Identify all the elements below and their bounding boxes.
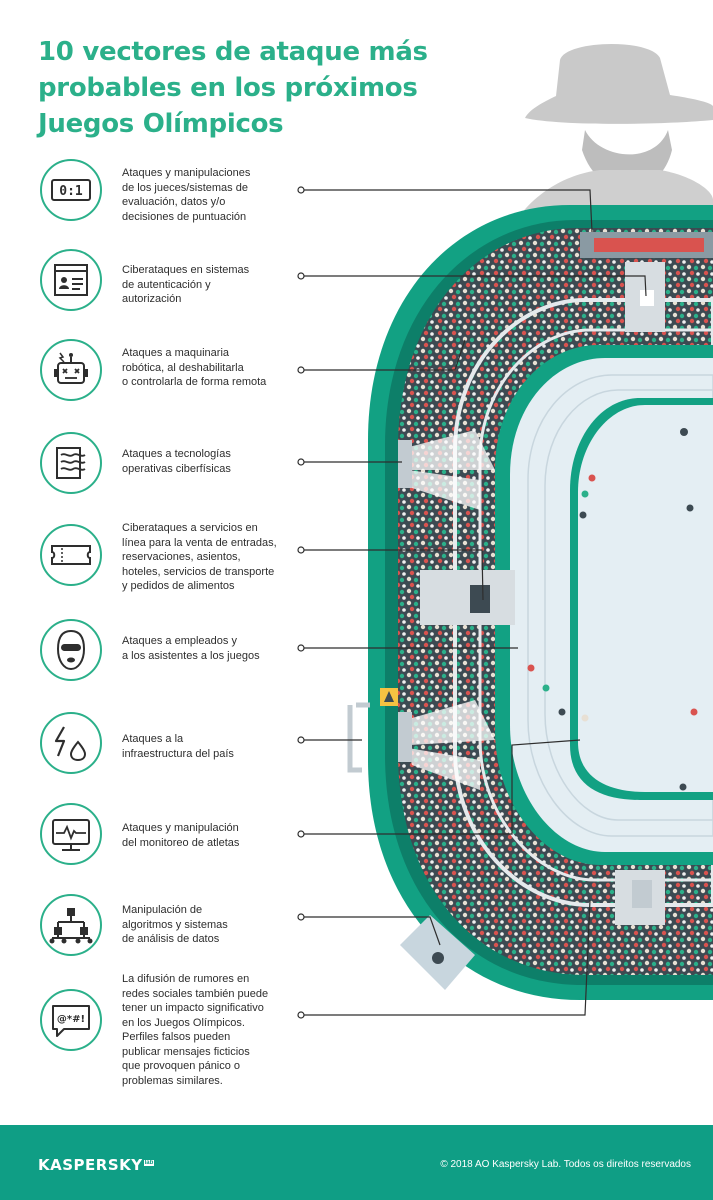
item-line: Ataques y manipulación xyxy=(122,822,239,834)
title-line: Juegos Olímpicos xyxy=(38,109,284,139)
chat-bubble-icon: @*#! xyxy=(40,989,102,1051)
item-line: redes sociales también puede xyxy=(122,987,269,1000)
item-line: evaluación, datos y/o xyxy=(122,196,226,208)
item-line: infraestructura del país xyxy=(122,747,234,760)
item-line: tener un impacto significativo xyxy=(122,1002,264,1014)
list-item: Ataques y manipulaciones de los jueces/s… xyxy=(122,166,297,224)
item-line: publicar mensajes ficticios xyxy=(122,1045,250,1058)
title-line: 10 vectores de ataque más xyxy=(38,37,428,67)
item-line: Perfiles falsos pueden xyxy=(122,1031,231,1043)
item-line: Ataques a la xyxy=(122,733,184,745)
item-line: de análisis de datos xyxy=(122,933,220,945)
item-line: que provoquen pánico o xyxy=(122,1060,241,1072)
item-line: a los asistentes a los juegos xyxy=(122,649,260,662)
stadium-illustration xyxy=(297,43,713,1019)
item-line: Ciberataques en sistemas xyxy=(122,264,250,276)
connector-lines xyxy=(301,189,647,1016)
item-line: operativas ciberfísicas xyxy=(122,462,231,475)
item-line: de autenticación y xyxy=(122,278,211,291)
stadium xyxy=(347,205,713,1000)
item-line: Ataques y manipulaciones xyxy=(122,167,251,179)
item-line: Manipulación de xyxy=(122,904,203,916)
item-line: autorización xyxy=(122,293,182,305)
item-line: del monitoreo de atletas xyxy=(122,836,240,849)
balaclava-attacker-icon xyxy=(40,619,102,681)
list-item: Ataques a la infraestructura del país xyxy=(122,732,297,761)
list-item: Manipulación de algoritmos y sistemas de… xyxy=(122,903,297,947)
item-line: de los jueces/sistemas de xyxy=(122,181,248,194)
item-line: hoteles, servicios de transporte xyxy=(122,565,275,578)
item-line: Ciberataques a servicios en xyxy=(122,522,258,534)
item-line: reservaciones, asientos, xyxy=(122,551,241,563)
score-display-icon: 0:1 xyxy=(40,159,102,221)
list-item: La difusión de rumores en redes sociales… xyxy=(122,972,297,1088)
list-item: Ataques a empleados y a los asistentes a… xyxy=(122,634,297,663)
item-line: La difusión de rumores en xyxy=(122,973,250,985)
list-item: Ataques a maquinaria robótica, al deshab… xyxy=(122,346,297,390)
title-line: probables en los próximos xyxy=(38,73,418,103)
logo-lab: lab xyxy=(143,1159,155,1166)
item-line: línea para la venta de entradas, xyxy=(122,536,277,549)
item-line: Ataques a tecnologías xyxy=(122,448,231,460)
list-item: Ciberataques a servicios en línea para l… xyxy=(122,521,297,594)
score-text: 0:1 xyxy=(59,184,83,199)
item-line: o controlarla de forma remota xyxy=(122,376,267,388)
list-item: Ataques a tecnologías operativas ciberfí… xyxy=(122,447,297,476)
item-line: algoritmos y sistemas xyxy=(122,918,228,931)
list-item: Ataques y manipulación del monitoreo de … xyxy=(122,821,297,850)
item-line: decisiones de puntuación xyxy=(122,210,247,223)
item-line: y pedidos de alimentos xyxy=(122,580,235,592)
chat-symbol-text: @*#! xyxy=(57,1014,85,1025)
item-line: problemas similares. xyxy=(122,1074,223,1087)
algorithm-tree-icon xyxy=(40,894,102,956)
copyright-text: © 2018 AO Kaspersky Lab. Todos os direit… xyxy=(440,1159,691,1170)
robot-icon xyxy=(40,339,102,401)
power-and-water-icon xyxy=(40,712,102,774)
page-title: 10 vectores de ataque más probables en l… xyxy=(38,34,468,142)
list-item: Ciberataques en sistemas de autenticació… xyxy=(122,263,297,307)
id-card-window-icon xyxy=(40,249,102,311)
item-line: Ataques a empleados y xyxy=(122,635,237,647)
item-line: robótica, al deshabilitarla xyxy=(122,361,244,374)
logo-text: KASPERSKY xyxy=(38,1156,143,1174)
heart-rate-monitor-icon xyxy=(40,803,102,865)
item-line: Ataques a maquinaria xyxy=(122,347,230,359)
cyber-physical-system-icon xyxy=(40,432,102,494)
ticket-icon xyxy=(40,524,102,586)
item-line: en los Juegos Olímpicos. xyxy=(122,1016,245,1029)
